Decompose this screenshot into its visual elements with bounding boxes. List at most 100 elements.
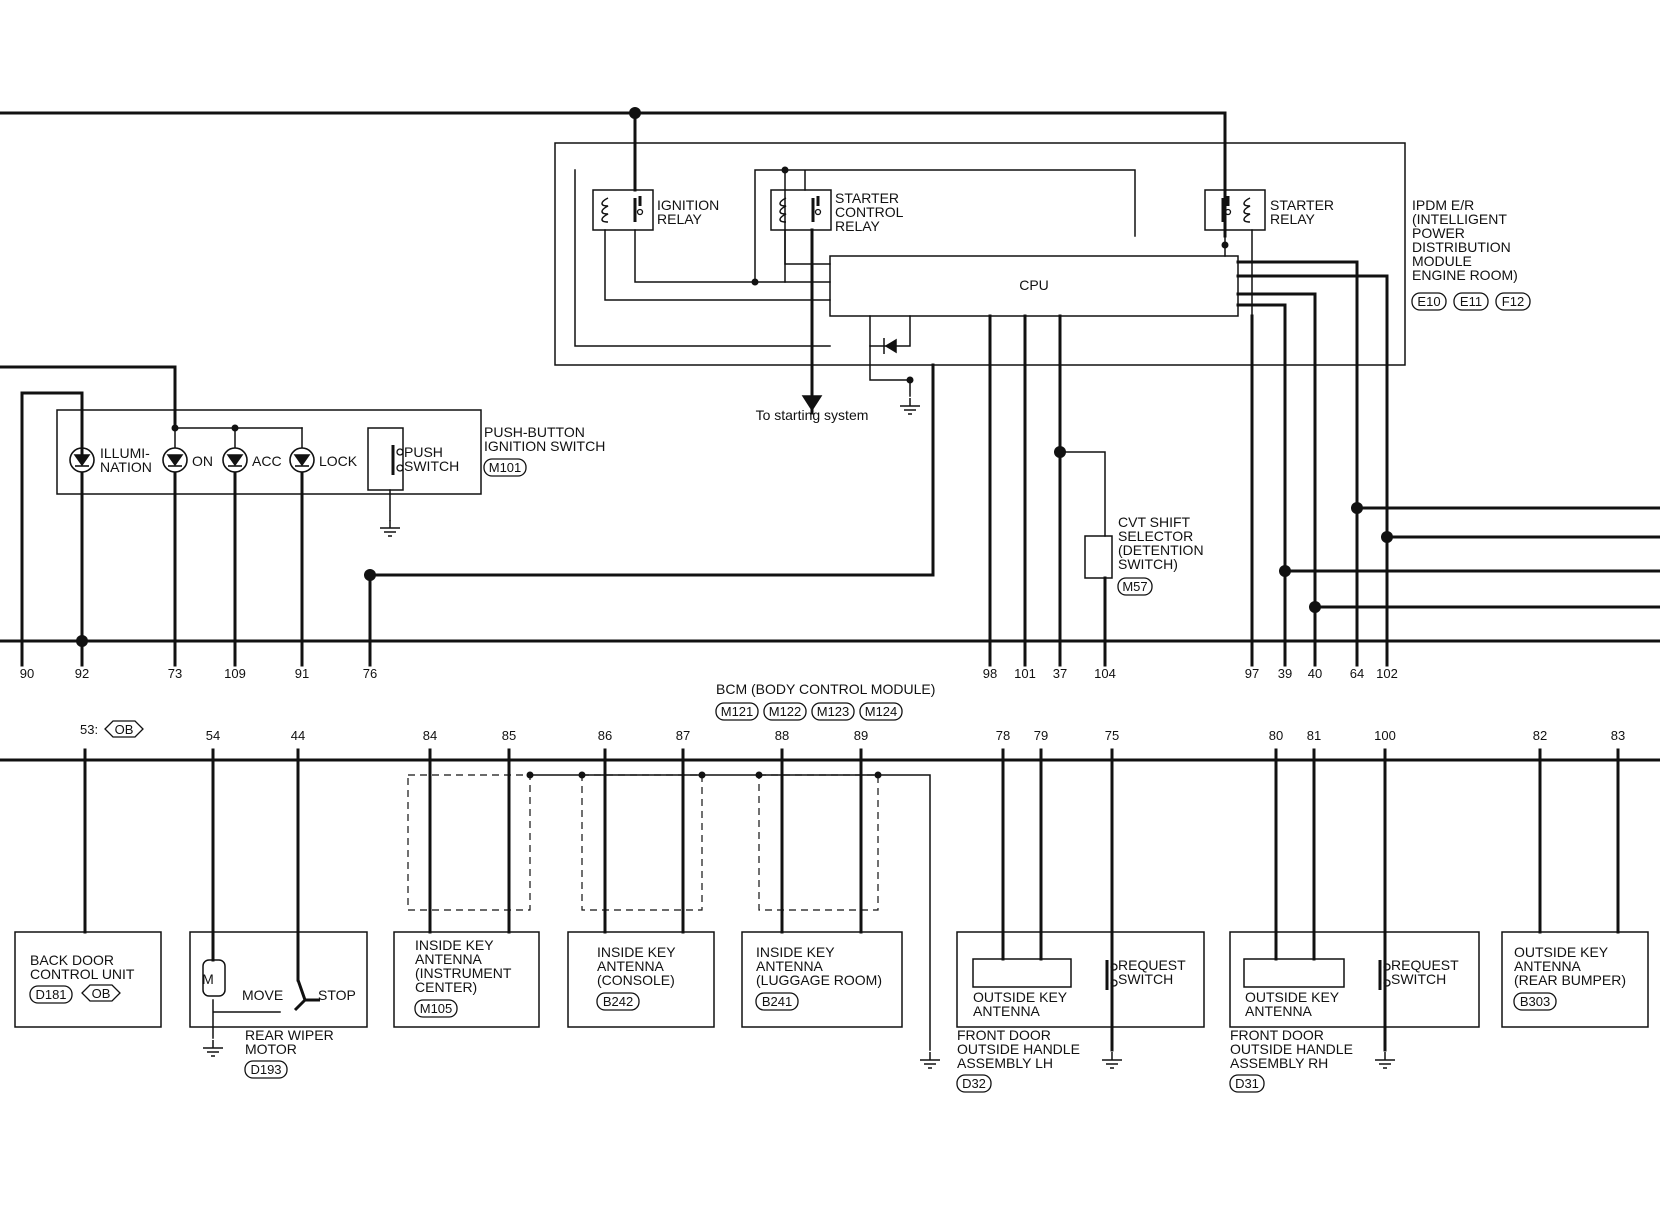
request-switch-rh-label-line-1: SWITCH (1391, 971, 1446, 987)
bcm-top-pin-97: 97 (1245, 666, 1259, 681)
ipdm-label-line-0: IPDM E/R (1412, 197, 1474, 213)
cvt-connector: M57 (1122, 579, 1147, 594)
switch-outputs (80, 471, 304, 667)
inside-key-antenna-luggage-label-line-2: (LUGGAGE ROOM) (756, 972, 882, 988)
junction-dot-0 (629, 107, 641, 119)
push-button-connector: M101 (489, 460, 522, 475)
front-door-lh-box (956, 931, 1205, 1028)
push-switch-label-line-0: PUSH (404, 444, 443, 460)
outside-key-antenna-rh-label-line-0: OUTSIDE KEY (1245, 989, 1340, 1005)
starter-control-relay-coil (779, 197, 787, 223)
switch-drops (174, 427, 303, 448)
cvt-feed (1059, 451, 1106, 537)
ignition-relay-to-cpu (634, 229, 831, 283)
outside-key-antenna-rear-box (1501, 931, 1649, 1028)
luggage-connector-frame (755, 992, 799, 1011)
antenna-instrument-shield (407, 774, 531, 911)
bcm-top-pin-104: 104 (1094, 666, 1116, 681)
inside-key-antenna-console-label-line-2: (CONSOLE) (597, 972, 675, 988)
starter-coil-return (784, 229, 831, 265)
rh-antenna-wires (1274, 748, 1316, 961)
outside-key-antenna-lh-box (972, 958, 1072, 988)
starter-relay-label-line-1: RELAY (1270, 211, 1316, 227)
push-switch-label-line-1: SWITCH (404, 458, 459, 474)
ipdm-label-line-4: MODULE (1412, 253, 1472, 269)
junction-dot-7 (1309, 601, 1321, 613)
on-circuit-feed (0, 365, 177, 430)
rear-wiper-connector: D193 (250, 1062, 281, 1077)
front-door-lh-label-line-1: OUTSIDE HANDLE (957, 1041, 1080, 1057)
bcm-bottom-pin-83: 83 (1611, 728, 1625, 743)
inside-key-antenna-luggage-label-line-0: INSIDE KEY (756, 944, 835, 960)
ipdm-connector-2-frame (1495, 292, 1531, 311)
rear-bumper-wires (1538, 748, 1620, 934)
bcm-top-pin-92: 92 (75, 666, 89, 681)
bcm-connector-3: M124 (865, 704, 898, 719)
ipdm-connector-0: E10 (1417, 294, 1440, 309)
rear-wiper-wires (211, 748, 300, 982)
to-starting-system-arrow (801, 395, 823, 412)
cvt-shift-selector-label-line-1: SELECTOR (1118, 528, 1193, 544)
back-door-connector: D181 (35, 987, 66, 1002)
cvt-shift-selector-label-line-2: (DETENTION (1118, 542, 1204, 558)
bcm-bottom-pin-75: 75 (1105, 728, 1119, 743)
push-switch-box (367, 427, 404, 491)
back-door-control-unit-box (14, 931, 162, 1028)
small-junction-dot-2 (781, 166, 789, 174)
starter-control-relay-contact-dot (814, 208, 822, 216)
bcm-connector-2-frame (811, 702, 855, 721)
inside-key-antenna-luggage-label-line-1: ANTENNA (756, 958, 824, 974)
cpu-ground (900, 398, 920, 415)
ipdm-connector-0-frame (1411, 292, 1447, 311)
starter-control-relay-label-line-0: STARTER (835, 190, 899, 206)
starter-control-relay-label-line-1: CONTROL (835, 204, 904, 220)
ipdm-connector-1: E11 (1460, 294, 1482, 309)
ipdm-label-line-3: DISTRIBUTION (1412, 239, 1511, 255)
symbols (69, 189, 1395, 1069)
ignition-coil-return (604, 229, 831, 301)
bcm-top-pin-109: 109 (224, 666, 246, 681)
shield-junction-dot-4 (874, 771, 882, 779)
inside-key-antenna-instrument-label-line-2: (INSTRUMENT (415, 965, 512, 981)
junction-dots (76, 107, 1393, 779)
rear-wiper-motor-label-line-0: REAR WIPER (245, 1027, 334, 1043)
outside-key-antenna-lh-label-line-0: OUTSIDE KEY (973, 989, 1068, 1005)
bcm-top-pin-40: 40 (1308, 666, 1322, 681)
outside-key-antenna-rh-label-line-1: ANTENNA (1245, 1003, 1313, 1019)
small-junction-dot-1 (231, 424, 239, 432)
illumination-label-line-0: ILLUMI- (100, 445, 150, 461)
rh-connector-frame (1229, 1074, 1265, 1093)
antenna-console-shield (581, 774, 703, 911)
bcm-pin-53: 53: (80, 722, 98, 737)
bcm-bottom-pin-88: 88 (775, 728, 789, 743)
component-boxes (14, 142, 1649, 1093)
bcm-bottom-pin-78: 78 (996, 728, 1010, 743)
labels: IGNITIONRELAYSTARTERCONTROLRELAYSTARTERR… (20, 190, 1626, 1091)
ipdm-connector-2: F12 (1502, 294, 1524, 309)
ipdm-connector-1-frame (1453, 292, 1489, 311)
starter-relay-label-line-0: STARTER (1270, 197, 1334, 213)
request-switch-rh-label-line-0: REQUEST (1391, 957, 1459, 973)
lh-request-switch-dot-a (1110, 963, 1118, 971)
rh-request-switch-dot-a (1383, 963, 1391, 971)
cpu-box (829, 255, 1239, 317)
wire-64 (1236, 260, 1359, 667)
bcm-pin-53-tag-frame (104, 720, 144, 738)
ignition-relay-contact (633, 196, 642, 222)
bcm-top-pin-101: 101 (1014, 666, 1036, 681)
inside-key-antenna-console-label-line-1: ANTENNA (597, 958, 665, 974)
rear-wiper-connector-frame (244, 1060, 288, 1079)
bcm-connector-1: M122 (769, 704, 802, 719)
push-button-connector-frame (483, 458, 527, 477)
bcm-top-pin-76: 76 (363, 666, 377, 681)
bcm-connector-0-frame (715, 702, 759, 721)
push-button-ignition-switch-label-line-0: PUSH-BUTTON (484, 424, 585, 440)
wire-40 (1236, 292, 1317, 667)
ignition-branch (754, 169, 786, 283)
back-door-ob-tag-frame (81, 984, 121, 1002)
bcm-bottom-pin-84: 84 (423, 728, 437, 743)
small-junction-dot-4 (1221, 241, 1229, 249)
ipdm-label-line-5: ENGINE ROOM) (1412, 267, 1518, 283)
acc-diode-ring (222, 447, 248, 473)
cpu-ground-line (869, 315, 911, 397)
